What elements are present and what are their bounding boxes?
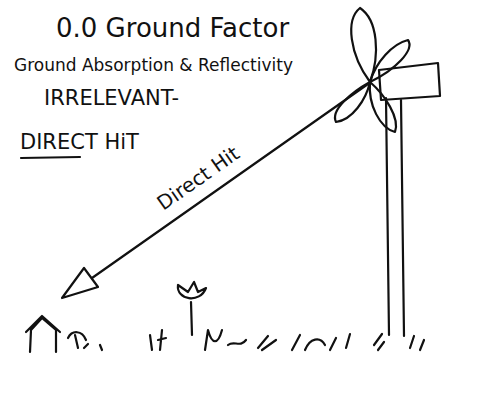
turbine-blade	[370, 40, 409, 82]
grass	[374, 334, 424, 350]
note: Ground Absorption & Reflectivity	[14, 56, 293, 76]
bush	[68, 332, 88, 348]
grass	[150, 330, 166, 350]
grass	[258, 336, 276, 350]
grass	[292, 334, 350, 350]
arrow-head	[62, 268, 98, 298]
underline	[21, 157, 80, 158]
grass	[205, 330, 246, 350]
note: DIRECT HiT	[20, 130, 139, 154]
grass	[100, 345, 102, 350]
title: 0.0 Ground Factor	[56, 14, 289, 44]
turbine-blade	[351, 8, 376, 82]
tree-trunk	[191, 302, 192, 335]
arrow-line	[92, 84, 368, 278]
note: IRRELEVANT-	[44, 86, 179, 110]
turbine-tower	[386, 98, 404, 336]
turbine-blade	[370, 82, 396, 132]
house	[26, 316, 60, 352]
tree-crown	[178, 282, 206, 298]
turbine-nacelle	[379, 63, 440, 100]
turbine-blade	[335, 82, 370, 122]
